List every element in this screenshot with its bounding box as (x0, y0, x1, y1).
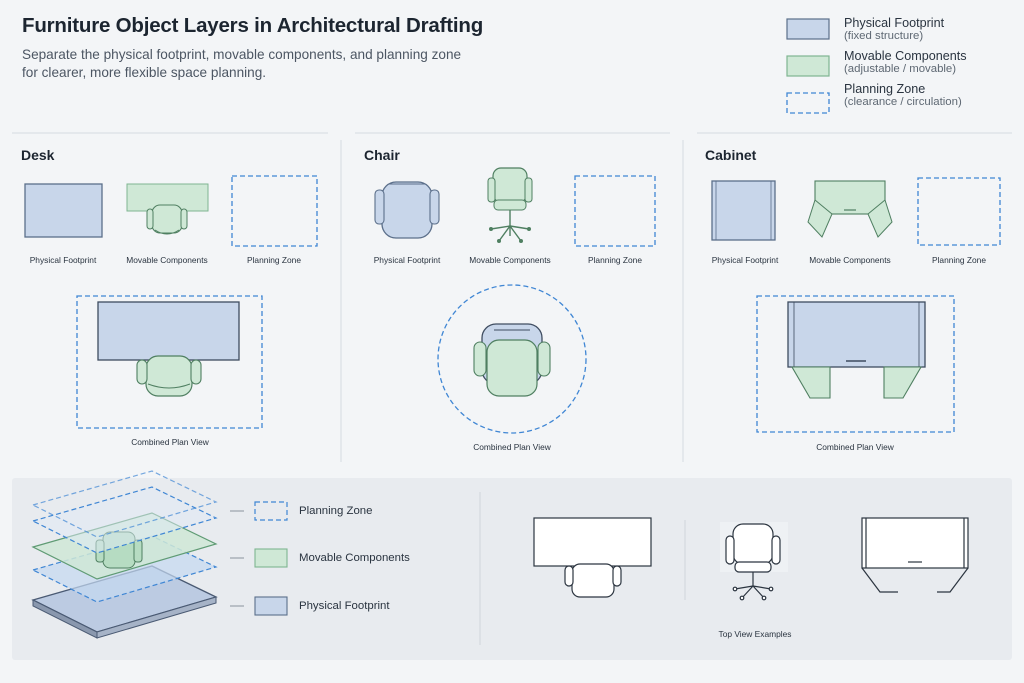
desk-combined (76, 295, 263, 429)
legend-swatch-zone (786, 92, 830, 114)
layer-label-footprint: Physical Footprint (299, 600, 390, 612)
caption: Planning Zone (587, 255, 642, 265)
chair-footprint (374, 181, 440, 239)
chair-combined (437, 284, 587, 434)
section-title-chair: Chair (364, 147, 400, 163)
caption-combined: Combined Plan View (473, 442, 551, 452)
caption: Physical Footprint (711, 255, 779, 265)
caption: Movable Components (469, 255, 551, 265)
example-desk (533, 517, 652, 598)
caption-combined: Combined Plan View (816, 442, 894, 452)
section-title-cabinet: Cabinet (705, 147, 757, 163)
caption: Movable Components (126, 255, 208, 265)
legend-item-movable: Movable Components (adjustable / movable… (844, 49, 967, 75)
legend-item-zone: Planning Zone (clearance / circulation) (844, 82, 967, 108)
desk-movable (126, 183, 209, 235)
layer-label-zone: Planning Zone (299, 505, 373, 517)
chair-zone (574, 175, 656, 247)
caption: Planning Zone (931, 255, 986, 265)
layer-swatch-footprint (254, 596, 288, 616)
legend-subtitle: (adjustable / movable) (844, 63, 957, 75)
cabinet-combined (756, 295, 955, 433)
legend-item-footprint: Physical Footprint (fixed structure) (844, 16, 967, 42)
caption: Planning Zone (246, 255, 301, 265)
layer-swatch-movable (254, 548, 288, 568)
desk-footprint (24, 183, 103, 238)
layer-label-movable: Movable Components (299, 552, 410, 564)
chair-movable (487, 167, 533, 243)
cabinet-footprint (711, 180, 776, 241)
caption: Movable Components (809, 255, 891, 265)
example-chair (720, 522, 788, 601)
caption: Physical Footprint (29, 255, 97, 265)
subtitle-line-1: Separate the physical footprint, movable… (22, 47, 462, 62)
example-cabinet (861, 517, 969, 593)
subtitle-line-2: for clearer, more flexible space plannin… (22, 65, 267, 80)
legend-swatch-movable (786, 55, 830, 77)
legend-subtitle: (clearance / circulation) (844, 96, 962, 108)
desk-zone (231, 175, 318, 247)
caption: Physical Footprint (373, 255, 441, 265)
legend-swatch-footprint (786, 18, 830, 40)
legend-title: Planning Zone (844, 82, 926, 96)
cabinet-movable (807, 180, 893, 238)
legend: Physical Footprint (fixed structure) Mov… (844, 16, 967, 108)
legend-title: Movable Components (844, 49, 967, 63)
cabinet-zone (917, 177, 1001, 246)
page-title: Furniture Object Layers in Architectural… (22, 14, 484, 37)
examples-caption: Top View Examples (718, 629, 792, 639)
legend-title: Physical Footprint (844, 16, 945, 30)
section-title-desk: Desk (21, 147, 55, 163)
layer-stack-diagram (31, 470, 218, 639)
layer-swatch-zone (254, 501, 288, 521)
legend-subtitle: (fixed structure) (844, 30, 924, 42)
caption-combined: Combined Plan View (131, 437, 209, 447)
